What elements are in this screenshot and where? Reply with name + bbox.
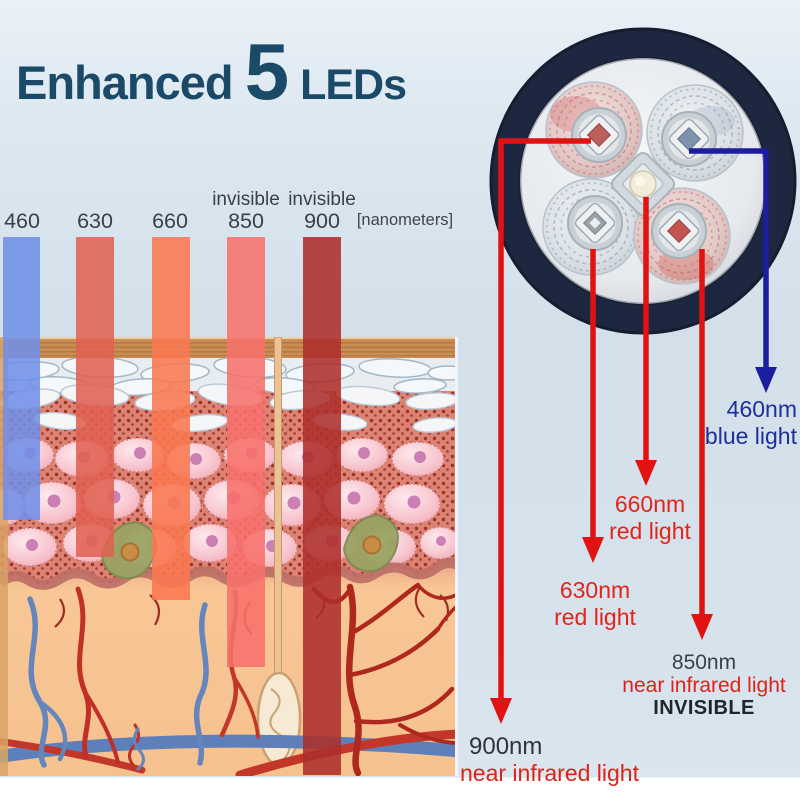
callout-wavelength: 850nm (671, 651, 737, 674)
melanocyte-cells (100, 513, 399, 580)
wavelength-value: 660 (152, 209, 188, 233)
title-word-2: LEDs (300, 61, 407, 109)
wavelength-value: 460 (4, 209, 40, 233)
led-head-photo (489, 27, 797, 335)
wavelength-label-630: 630 (45, 189, 145, 232)
callout-description: red light (609, 518, 691, 544)
led-lens-center (610, 151, 676, 217)
callout-660nm: 660nm red light (580, 491, 720, 545)
led-lens-top-right (646, 84, 744, 182)
led-lens-top-left (545, 81, 643, 179)
bar-630nm (76, 237, 114, 557)
bar-850nm (227, 237, 265, 667)
skin-right-edge (455, 337, 458, 776)
blue-down-arrow-icon (755, 367, 777, 393)
callout-900nm: 900nm near infrared light (460, 733, 670, 787)
skin-block-side (0, 337, 8, 776)
dermis-layer (0, 563, 458, 776)
callout-wavelength: 630nm (559, 577, 631, 603)
wavelength-value: 850 (228, 209, 264, 233)
page-title: Enhanced 5 LEDs (16, 26, 407, 118)
callout-850nm: 850nm near infrared light INVISIBLE (608, 651, 800, 720)
callout-630nm: 630nm red light (525, 577, 665, 631)
callout-description: red light (554, 604, 636, 630)
title-word: Enhanced (16, 56, 234, 109)
invisible-note: invisible (288, 189, 356, 210)
bar-900nm (303, 237, 341, 775)
callout-460nm: 460nm blue light (627, 396, 797, 450)
wavelength-label-460: 460 (0, 189, 72, 232)
nanometers-unit-label: [nanometers] (356, 211, 454, 229)
callout-wavelength: 460nm (726, 396, 797, 422)
callout-wavelength: 900nm (469, 733, 543, 760)
blood-vessels (0, 582, 458, 776)
wavelength-value: 630 (77, 209, 113, 233)
title-count: 5 (244, 27, 289, 116)
invisible-flag: INVISIBLE (653, 697, 755, 719)
callout-description: near infrared light (460, 760, 639, 786)
wavelength-value: 900 (304, 209, 340, 233)
wavelength-label-850: invisible 850 (196, 189, 296, 232)
invisible-note: invisible (212, 189, 280, 210)
callout-description: near infrared light (622, 674, 786, 697)
bar-460nm (3, 237, 40, 520)
wavelength-label-900: invisible 900 (272, 189, 372, 232)
bar-660nm (152, 237, 190, 600)
wavelength-label-660: 660 (120, 189, 220, 232)
callout-description: blue light (704, 423, 797, 449)
callout-wavelength: 660nm (614, 491, 686, 517)
